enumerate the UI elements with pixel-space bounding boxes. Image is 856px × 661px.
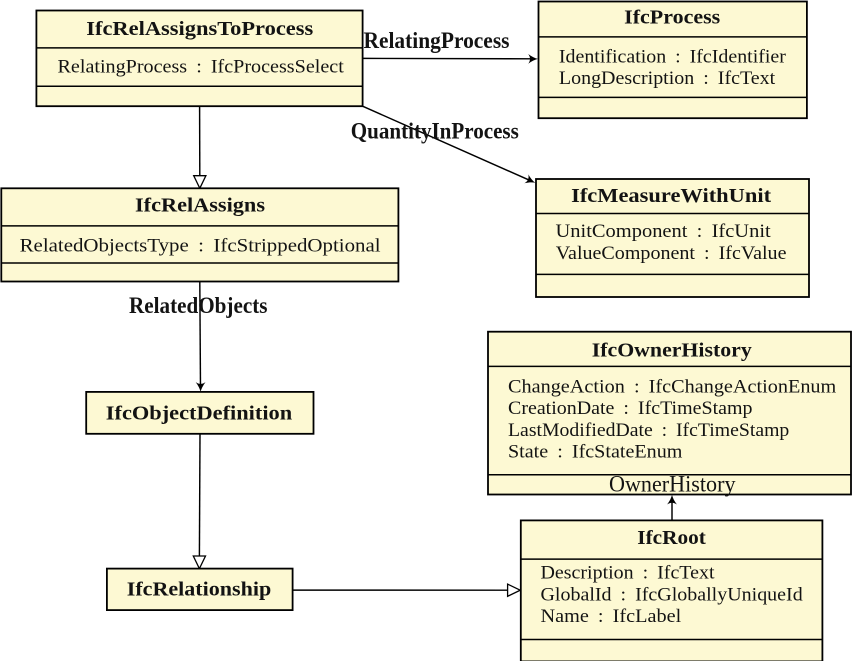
svg-text:IfcRoot: IfcRoot <box>637 527 706 549</box>
svg-text:Name : IfcLabel: Name : IfcLabel <box>541 606 682 627</box>
svg-text:OwnerHistory: OwnerHistory <box>609 472 736 497</box>
svg-text:IfcObjectDefinition: IfcObjectDefinition <box>106 402 292 424</box>
svg-text:Identification : IfcIdentifi: Identification : IfcIdentifier <box>559 46 787 67</box>
svg-text:LongDescription : IfcText: LongDescription : IfcText <box>559 68 776 89</box>
svg-text:RelatedObjects: RelatedObjects <box>129 293 268 318</box>
svg-text:ChangeAction : IfcChangeActi: ChangeAction : IfcChangeActionEnum <box>508 376 837 397</box>
svg-text:RelatingProcess: RelatingProcess <box>364 28 510 53</box>
svg-text:LastModifiedDate : IfcTimeSt: LastModifiedDate : IfcTimeStamp <box>508 420 789 441</box>
svg-text:ValueComponent : IfcValue: ValueComponent : IfcValue <box>556 243 787 264</box>
svg-text:GlobalId : IfcGloballyUnique: GlobalId : IfcGloballyUniqueId <box>541 584 804 605</box>
svg-text:RelatedObjectsType : IfcStri: RelatedObjectsType : IfcStrippedOptional <box>20 236 381 257</box>
svg-text:CreationDate : IfcTimeStamp: CreationDate : IfcTimeStamp <box>508 398 753 419</box>
svg-text:RelatingProcess : IfcProcess: RelatingProcess : IfcProcessSelect <box>58 56 345 77</box>
svg-text:QuantityInProcess: QuantityInProcess <box>351 119 519 144</box>
svg-text:IfcProcess: IfcProcess <box>624 7 720 29</box>
svg-text:IfcRelAssignsToProcess: IfcRelAssignsToProcess <box>86 18 313 40</box>
svg-text:IfcMeasureWithUnit: IfcMeasureWithUnit <box>571 185 771 207</box>
svg-text:IfcRelAssigns: IfcRelAssigns <box>135 195 265 217</box>
svg-text:State : IfcStateEnum: State : IfcStateEnum <box>508 442 683 463</box>
svg-text:IfcOwnerHistory: IfcOwnerHistory <box>592 340 752 362</box>
svg-text:UnitComponent : IfcUnit: UnitComponent : IfcUnit <box>556 221 772 242</box>
svg-text:Description : IfcText: Description : IfcText <box>541 563 716 584</box>
svg-text:IfcRelationship: IfcRelationship <box>127 579 272 601</box>
